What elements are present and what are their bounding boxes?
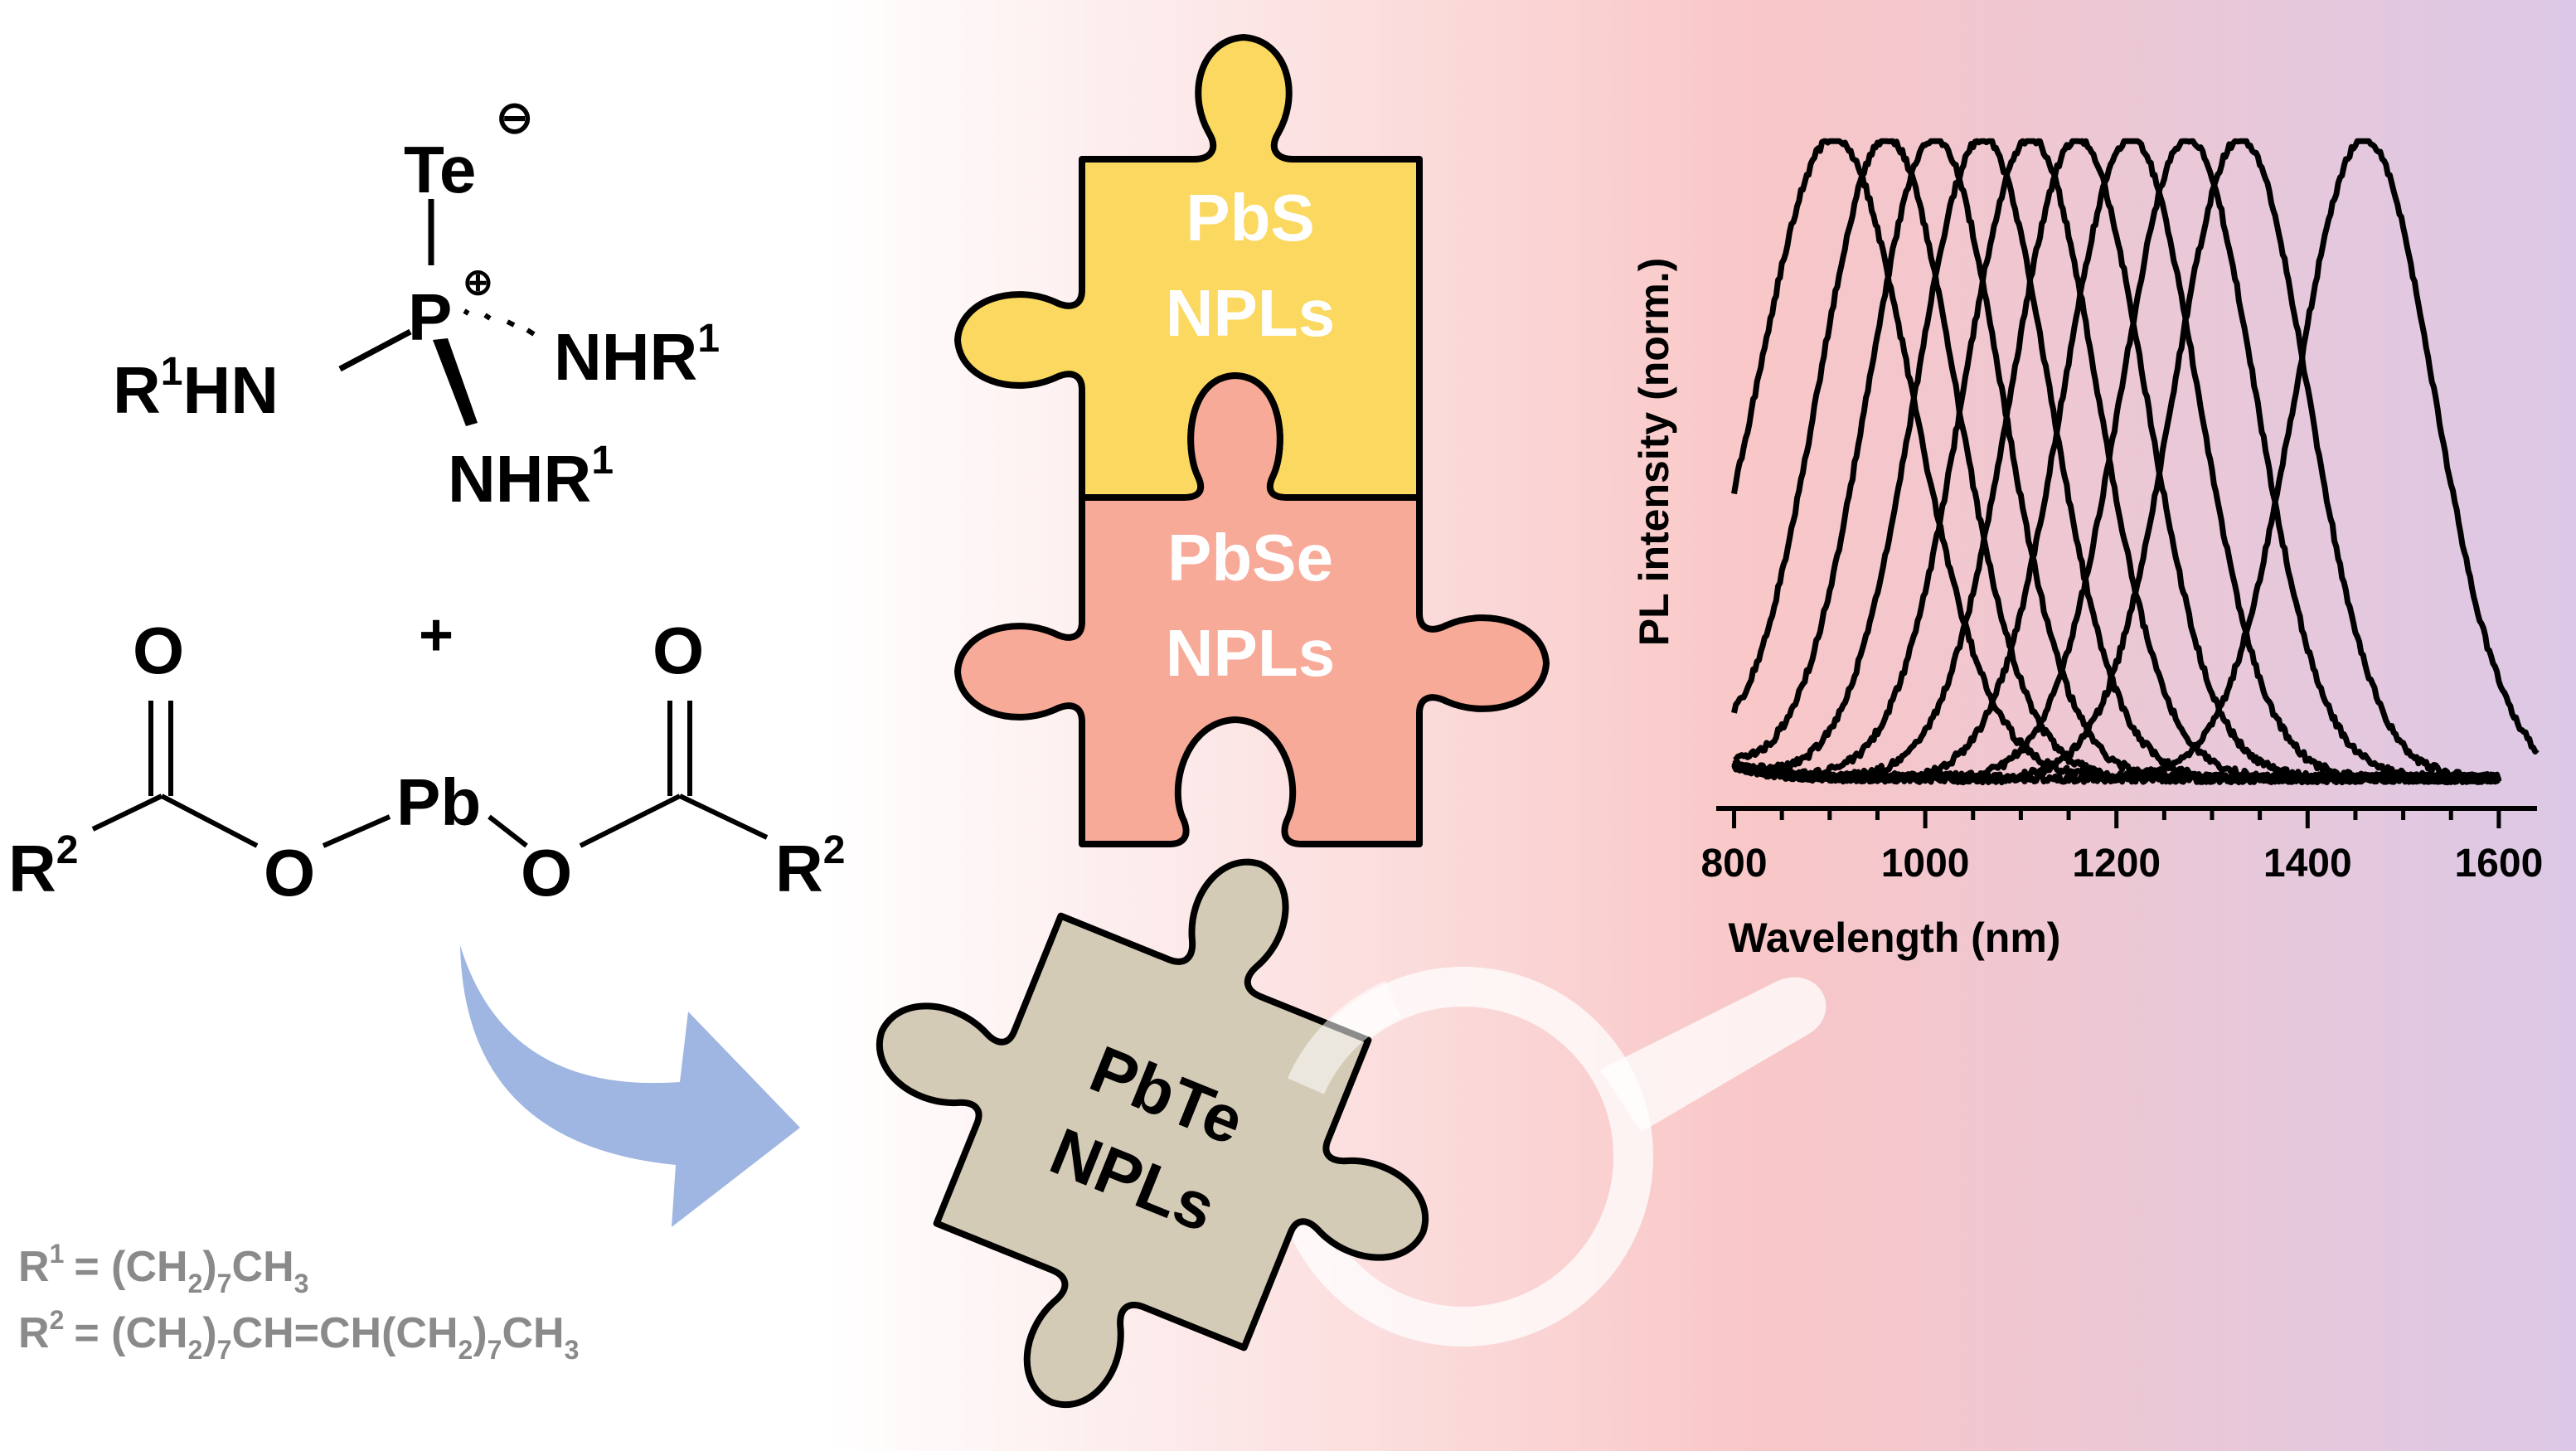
left-amine: R1HN [113,350,279,427]
chart-x-tick-label: 1200 [2072,842,2161,886]
plus-sign: + [419,602,454,668]
p-charge: ⊕ [463,262,493,303]
r2-left: R2 [8,828,78,905]
r-group-definitions: R1= (CH2)7CH3 R2= (CH2)7CH=CH(CH2)7CH3 [18,1239,579,1365]
reaction-arrow [460,945,800,1227]
pl-spectra-chart: 800 1000 1200 1400 1600 PL intensity (norm.)… [1631,138,2543,961]
svg-text:O: O [652,614,704,687]
chart-x-tick-label: 1400 [2263,842,2352,886]
svg-text:O: O [133,614,184,687]
chart-x-tick-label: 1600 [2454,842,2543,886]
chart-ylabel: PL intensity (norm.) [1631,258,1677,647]
right-amine: NHR1 [554,317,720,394]
bottom-amine: NHR1 [448,439,614,516]
te-atom: Te [404,133,476,206]
phosphine-telluride-structure: Te ⊖ P ⊕ R1HN NHR1 NHR1 [113,93,720,516]
pbs-label-1: PbS [1186,181,1315,255]
chart-x-tick-label: 800 [1700,842,1767,886]
pbse-label-1: PbSe [1167,521,1333,594]
chart-xlabel: Wavelength (nm) [1729,915,2061,961]
pl-spectrum-series-10 [1731,138,2540,786]
chart-x-tick-label: 1000 [1881,842,1970,886]
chart-axes: 800 1000 1200 1400 1600 [1700,806,2543,886]
lead-oleate-structure: O O Pb O O R2 R2 [8,614,845,910]
pbse-label-2: NPLs [1166,616,1336,690]
svg-text:R2= (CH2)7CH=CH(CH2)7CH3: R2= (CH2)7CH=CH(CH2)7CH3 [18,1305,579,1365]
te-charge: ⊖ [496,93,533,143]
chart-series-group [1731,138,2540,786]
p-atom: P [408,280,452,354]
pbs-label-2: NPLs [1166,276,1336,350]
pb-atom: Pb [396,765,481,839]
svg-text:R1= (CH2)7CH3: R1= (CH2)7CH3 [18,1239,308,1298]
r2-right: R2 [775,828,845,905]
svg-text:O: O [264,836,315,910]
svg-text:O: O [521,836,572,910]
pbse-puzzle-piece [954,372,1550,847]
pbte-puzzle-piece: PbTe NPLs [876,858,1429,1409]
